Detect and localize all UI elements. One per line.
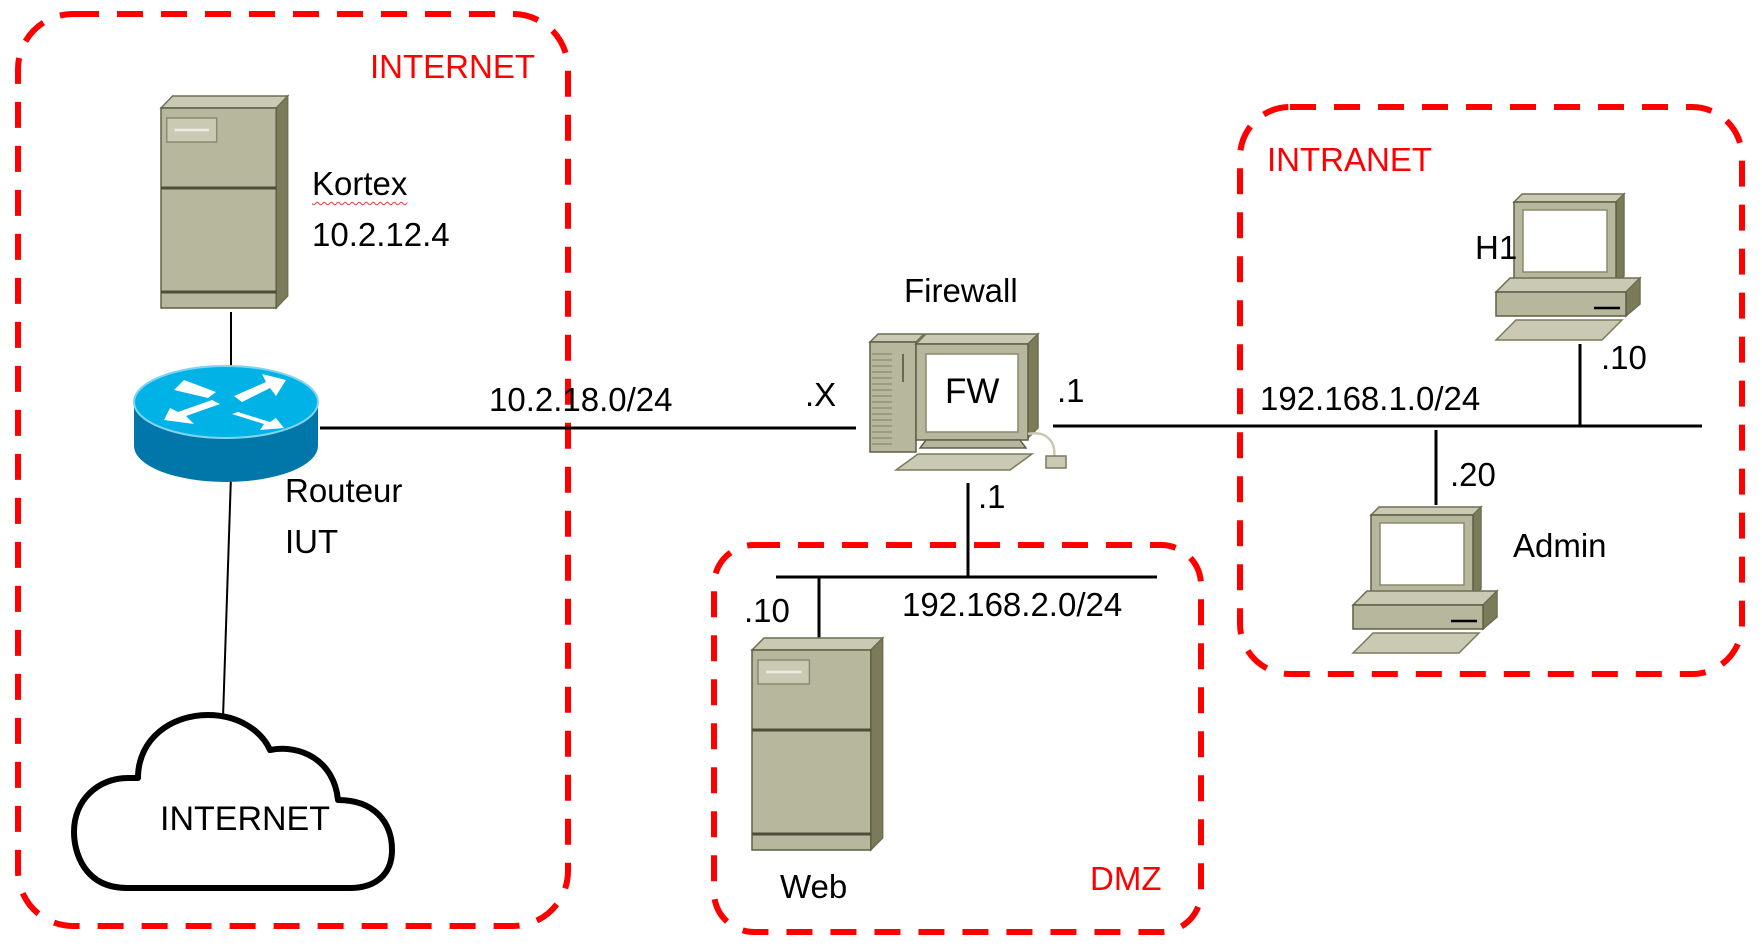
admin-name: Admin: [1513, 527, 1607, 564]
zone-dmz-border: [711, 542, 1204, 935]
h1-name: H1: [1475, 229, 1518, 266]
server-icon[interactable]: [750, 636, 885, 852]
kortex-ip: 10.2.12.4: [312, 216, 450, 253]
workstation-icon[interactable]: [868, 332, 1067, 471]
pc-icon[interactable]: [1494, 192, 1642, 342]
lan-cidr: 192.168.1.0/24: [1260, 380, 1481, 417]
zone-label-intranet: INTRANET: [1267, 141, 1432, 178]
zone-label-internet: INTERNET: [370, 48, 535, 85]
wan-firewall-host: .X: [805, 376, 837, 413]
cloud-label: INTERNET: [160, 800, 330, 838]
firewall-name: Firewall: [904, 272, 1018, 309]
server-icon[interactable]: [159, 94, 290, 310]
pc-icon[interactable]: [1351, 505, 1499, 655]
router-name-line1: Routeur: [285, 472, 403, 509]
lan-firewall-host: .1: [1057, 372, 1085, 409]
zone-internet-border: [15, 11, 571, 929]
dmz-firewall-host: .1: [978, 478, 1006, 515]
firewall-screen-text: FW: [945, 372, 1000, 411]
admin-host: .20: [1450, 456, 1496, 493]
cloud-icon: [71, 712, 395, 891]
kortex-name: Kortex: [312, 165, 408, 202]
zone-label-dmz: DMZ: [1090, 860, 1162, 897]
zone-intranet-border: [1237, 104, 1745, 677]
router-icon[interactable]: [133, 365, 319, 482]
link-router-cloud: [222, 474, 232, 719]
dmz-cidr: 192.168.2.0/24: [902, 586, 1123, 623]
wan-cidr: 10.2.18.0/24: [489, 381, 673, 418]
router-name-line2: IUT: [285, 523, 339, 560]
h1-host: .10: [1601, 339, 1647, 376]
web-host: .10: [744, 592, 790, 629]
web-name: Web: [780, 868, 848, 905]
